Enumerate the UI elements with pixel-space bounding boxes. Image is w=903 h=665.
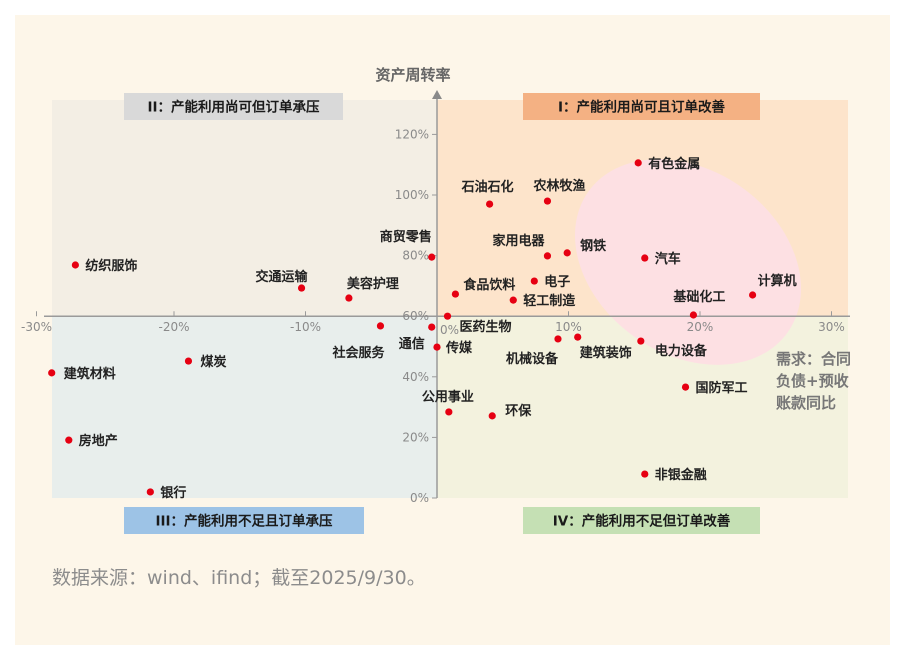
highlight-ellipse [574, 159, 802, 365]
data-point [146, 488, 154, 496]
data-point [689, 311, 698, 319]
data-point [681, 383, 690, 391]
x-axis-title-line: 账款同比 [776, 394, 836, 412]
data-point [443, 312, 452, 320]
quadrant-tags: II：产能利用尚可但订单承压 I：产能利用尚可且订单改善 III：产能利用不足且订单… [124, 93, 760, 534]
data-point-label: 汽车 [655, 251, 681, 267]
data-point-label: 钢铁 [580, 238, 606, 254]
data-point [48, 369, 56, 377]
y-axis-arrow-icon [432, 90, 442, 99]
axes: -30% -20% -10% 0% 10% 20% 30% 0% 20% 40% 60% 80% 100… [21, 90, 850, 505]
x-axis-title-line: 需求：合同 [776, 350, 851, 368]
data-point [749, 291, 757, 299]
quadrant-iv-label: IV：产能利用不足但订单改善 [553, 513, 731, 530]
data-point-label: 轻工制造 [523, 293, 576, 309]
quadrant-tag-bg [124, 93, 343, 120]
data-point-label: 农林牧渔 [532, 178, 585, 194]
data-point-label: 纺织服饰 [85, 258, 137, 274]
x-tick-label: -30% [21, 320, 52, 334]
x-tick-label: 30% [818, 320, 845, 334]
data-point [184, 357, 193, 365]
data-point [488, 412, 496, 420]
quadrant-iv-area [437, 316, 848, 498]
data-point [641, 470, 649, 478]
y-tick-label: 120% [395, 127, 429, 141]
data-point-label: 基础化工 [672, 289, 725, 305]
data-point-label: 计算机 [758, 273, 797, 289]
data-point-label: 银行 [160, 485, 186, 501]
y-tick-label: 60% [402, 309, 429, 323]
data-point [637, 337, 645, 345]
quadrant-areas [52, 100, 848, 498]
data-point-label: 美容护理 [347, 276, 399, 292]
data-point-label: 环保 [505, 403, 532, 419]
data-point-label: 石油石化 [461, 179, 514, 195]
data-point-label: 食品饮料 [463, 277, 515, 293]
source-note: 数据来源：wind、ifind；截至2025/9/30。 [52, 567, 426, 589]
y-tick-label: 40% [402, 370, 429, 384]
data-point-label: 机械设备 [506, 351, 559, 367]
data-point [71, 261, 79, 269]
data-point-label: 电力设备 [655, 343, 708, 359]
quadrant-ii-label: II：产能利用尚可但订单承压 [147, 99, 320, 116]
data-point [376, 322, 385, 330]
data-point [543, 252, 552, 260]
data-point-label: 社会服务 [331, 345, 385, 361]
y-tick-label: 20% [402, 430, 429, 444]
data-point-label: 有色金属 [648, 156, 700, 172]
data-point-label: 商贸零售 [380, 229, 432, 245]
quadrant-tag-bg [124, 507, 364, 534]
y-tick-label: 100% [395, 188, 429, 202]
x-axis-title: 需求：合同 负债+预收 账款同比 [776, 350, 851, 412]
data-point-label: 电子 [544, 274, 570, 290]
data-point [543, 197, 552, 205]
data-point [554, 335, 562, 343]
x-tick-label: -10% [290, 320, 321, 334]
data-point [486, 200, 494, 208]
data-point-label: 房地产 [79, 433, 118, 449]
x-tick-label: 20% [687, 320, 714, 334]
y-tick-label: 80% [402, 249, 429, 263]
data-point [428, 253, 436, 261]
data-point-label: 通信 [399, 336, 425, 352]
data-point [634, 159, 642, 167]
quadrant-ii-area [52, 100, 437, 317]
data-point-label: 非银金融 [655, 467, 707, 483]
data-point-label: 公用事业 [422, 389, 474, 405]
data-point-label: 传媒 [445, 340, 473, 356]
data-point [428, 323, 436, 331]
data-point [345, 294, 353, 302]
quadrant-iii-area [52, 316, 437, 498]
data-point [509, 296, 517, 304]
data-point-label: 建筑材料 [64, 366, 116, 382]
quadrant-i-label: I：产能利用尚可且订单改善 [558, 99, 726, 116]
x-tick-label: 0% [440, 323, 459, 337]
data-point-label: 医药生物 [460, 319, 512, 335]
data-point [530, 277, 538, 285]
x-tick-label: 10% [555, 320, 582, 334]
data-point-label: 建筑装饰 [580, 345, 632, 361]
y-axis-title: 资产周转率 [375, 66, 450, 84]
quadrant-tag-bg [523, 507, 760, 534]
data-point [297, 284, 306, 292]
data-point [65, 436, 73, 444]
data-point [445, 408, 453, 416]
quadrant-iii-label: III：产能利用不足且订单承压 [155, 513, 333, 530]
data-point-label: 交通运输 [256, 269, 309, 285]
y-tick-label: 0% [410, 491, 429, 505]
data-point [574, 333, 582, 341]
data-point-label: 家用电器 [492, 233, 545, 249]
data-point [641, 254, 649, 262]
data-point-label: 国防军工 [696, 380, 748, 396]
quadrant-tag-bg [523, 93, 760, 120]
data-point [451, 290, 460, 298]
data-point-label: 煤炭 [200, 354, 226, 370]
data-point [433, 343, 441, 351]
data-point [563, 249, 571, 257]
x-axis-title-line: 负债+预收 [776, 372, 849, 390]
x-tick-label: -20% [158, 320, 189, 334]
